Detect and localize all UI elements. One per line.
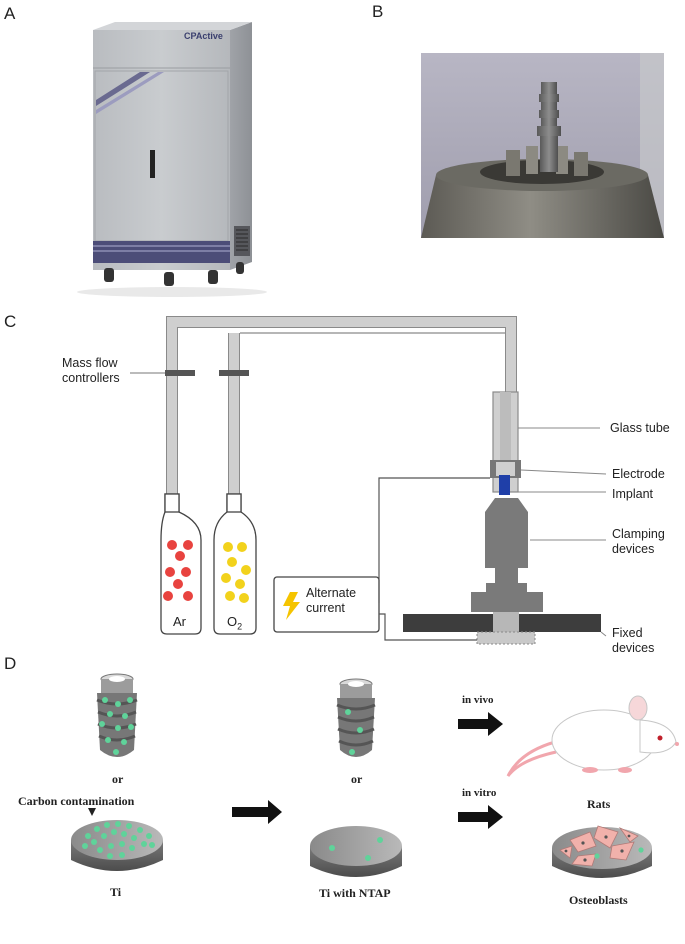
vent-grille (234, 226, 250, 256)
implant-screw (537, 82, 561, 172)
cabinet-stripe (96, 72, 150, 106)
fixed-device-base (476, 631, 536, 645)
label-or-left: or (112, 772, 124, 786)
o2-gas-bottle (213, 493, 257, 635)
lightning-bolt-icon (283, 592, 300, 620)
process-arrow (232, 800, 282, 824)
label-glass-tube: Glass tube (610, 421, 670, 435)
label-osteoblasts: Osteoblasts (569, 893, 628, 907)
label-in-vivo: in vivo (462, 694, 494, 706)
gas-pipes (166, 316, 517, 510)
in-vivo-arrow (458, 712, 503, 736)
ti-disc-cleaned (310, 826, 402, 877)
label-o2-subscript: 2 (237, 621, 243, 632)
panel-letter-b: B (372, 2, 384, 21)
label-carbon-contamination: Carbon contamination (18, 794, 135, 808)
cabinet-top (93, 22, 252, 30)
panel-letter-d: D (4, 654, 17, 673)
osteoblast-dish (552, 825, 652, 878)
label-ti: Ti (110, 885, 122, 899)
label-electrode: Electrode (612, 467, 665, 481)
label-fixed-devices: Fixed devices (612, 626, 655, 655)
mass-flow-controller-1 (165, 370, 195, 376)
implant (499, 475, 510, 495)
ar-particles (163, 540, 193, 601)
mass-flow-controller-2 (219, 370, 249, 376)
label-o2-text: O (227, 614, 238, 629)
label-clamping-devices: Clamping devices (612, 527, 665, 556)
cabinet-base-band (93, 241, 230, 263)
rat-illustration (506, 695, 679, 777)
in-vitro-arrow (458, 805, 503, 829)
brand-logo-text: CPActive (184, 31, 223, 41)
panel-letter-c: C (4, 312, 17, 331)
alternate-current-box (273, 576, 380, 633)
ti-disc-contaminated (71, 820, 163, 871)
ar-gas-bottle (160, 493, 202, 635)
label-ar: Ar (173, 614, 186, 629)
cabinet-wheels (104, 262, 244, 286)
label-mass-flow-controllers: Mass flow controllers (62, 356, 120, 385)
label-rats: Rats (587, 797, 611, 811)
cabinet-front (93, 30, 230, 270)
implant-cleaned (336, 678, 376, 757)
wire-to-electrode (378, 477, 490, 603)
label-implant: Implant (612, 487, 653, 501)
wire-to-ground (379, 613, 477, 641)
cabinet-side (230, 22, 252, 270)
label-o2: O2 (227, 614, 242, 635)
o2-particles (221, 542, 251, 603)
clamp-jaws (506, 146, 588, 176)
panel-letter-a: A (4, 4, 16, 23)
carbon-pointer-arrow (88, 808, 96, 816)
label-in-vitro: in vitro (462, 787, 497, 799)
implant-contaminated (96, 673, 138, 757)
label-ti-with-ntap: Ti with NTAP (319, 886, 391, 900)
clamping-device (485, 498, 528, 600)
label-alternate-current: Alternate current (306, 586, 357, 615)
label-or-mid: or (351, 772, 363, 786)
